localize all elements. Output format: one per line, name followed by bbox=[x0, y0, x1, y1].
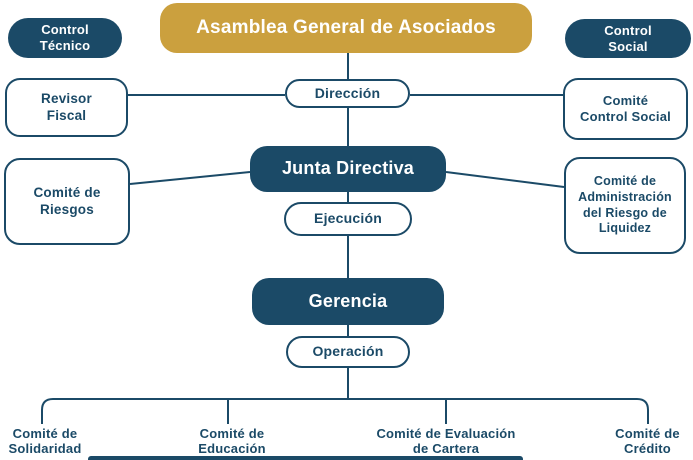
pill-operacion: Operación bbox=[286, 336, 410, 368]
box-asamblea-general: Asamblea General de Asociados bbox=[160, 3, 532, 53]
label-comite-solidaridad: Comité de Solidaridad bbox=[8, 426, 82, 457]
box-gerencia: Gerencia bbox=[252, 278, 444, 325]
box-comite-control-social: Comité Control Social bbox=[563, 78, 688, 140]
tag-control-social: Control Social bbox=[565, 19, 691, 58]
distribution-rail bbox=[41, 398, 649, 424]
box-junta-directiva: Junta Directiva bbox=[250, 146, 446, 192]
box-comite-riesgos: Comité de Riesgos bbox=[4, 158, 130, 245]
label-comite-credito: Comité de Crédito bbox=[615, 426, 680, 457]
connector-riesgos-junta bbox=[129, 171, 251, 185]
box-comite-administracion-riesgo-liquidez: Comité de Administración del Riesgo de L… bbox=[564, 157, 686, 254]
cutoff-footer-bar bbox=[88, 456, 523, 460]
box-revisor-fiscal: Revisor Fiscal bbox=[5, 78, 128, 137]
pill-direccion: Dirección bbox=[285, 79, 410, 108]
tag-control-tecnico: Control Técnico bbox=[8, 18, 122, 58]
connector-junta-admin bbox=[445, 171, 565, 188]
label-comite-educacion: Comité de Educación bbox=[198, 426, 266, 457]
label-comite-evaluacion-cartera: Comité de Evaluación de Cartera bbox=[376, 426, 516, 457]
pill-ejecucion: Ejecución bbox=[284, 202, 412, 236]
